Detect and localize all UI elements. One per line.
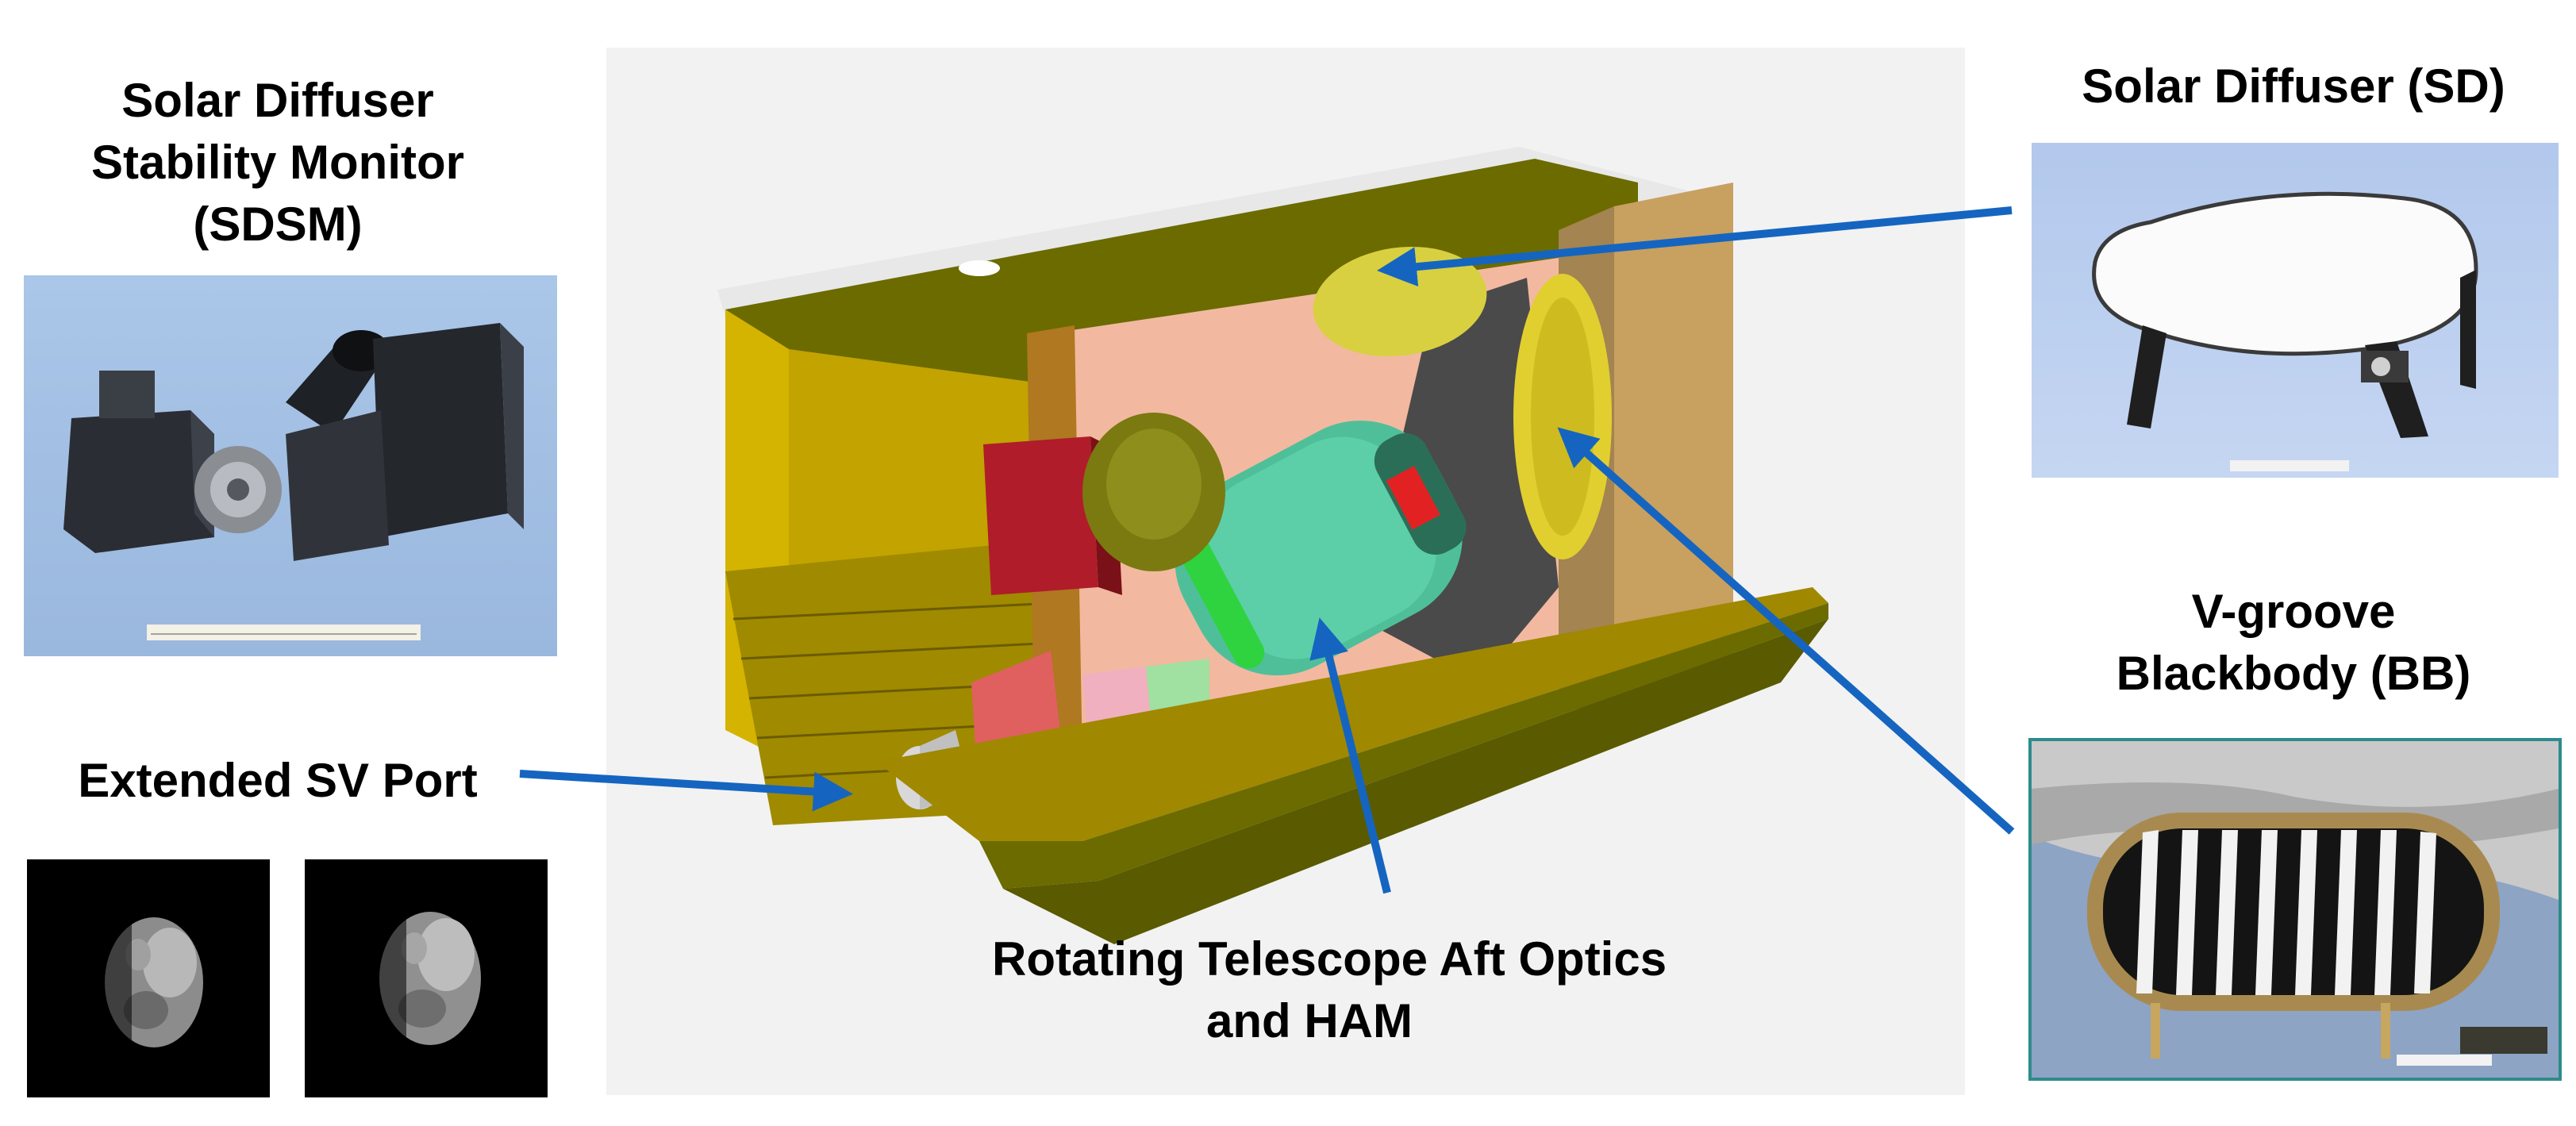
solar-diffuser-photo — [2032, 143, 2559, 478]
sdsm-title-line-2: Stability Monitor — [91, 136, 464, 189]
sdsm-title: Solar Diffuser Stability Monitor (SDSM) — [24, 70, 532, 256]
arrow-bb — [1557, 427, 2015, 835]
arrow-sd — [1377, 206, 2013, 287]
sdsm-title-line-1: Solar Diffuser — [121, 74, 434, 127]
instrument-cutaway — [606, 48, 1965, 1095]
sdsm-title-line-3: (SDSM) — [193, 198, 363, 251]
bb-title-line-2: Blackbody (BB) — [2116, 647, 2471, 700]
moon-image-1 — [27, 859, 270, 1097]
sv-port-label: Extended SV Port — [78, 754, 478, 807]
bb-title-line-1: V-groove — [2191, 585, 2396, 638]
sd-title: Solar Diffuser (SD) — [2082, 60, 2505, 113]
bb-title: V-groove Blackbody (BB) — [2008, 581, 2576, 705]
rta-label-line-1: Rotating Telescope Aft Optics — [992, 932, 1667, 986]
sdsm-photo — [24, 275, 557, 656]
arrow-sv-port — [519, 770, 853, 812]
rta-label: Rotating Telescope Aft Optics and HAM — [992, 928, 1667, 1052]
arrow-rta — [1309, 617, 1391, 894]
blackbody-photo — [2028, 738, 2562, 1081]
moon-image-2 — [305, 859, 548, 1097]
rta-label-line-2: and HAM — [1206, 994, 1413, 1047]
